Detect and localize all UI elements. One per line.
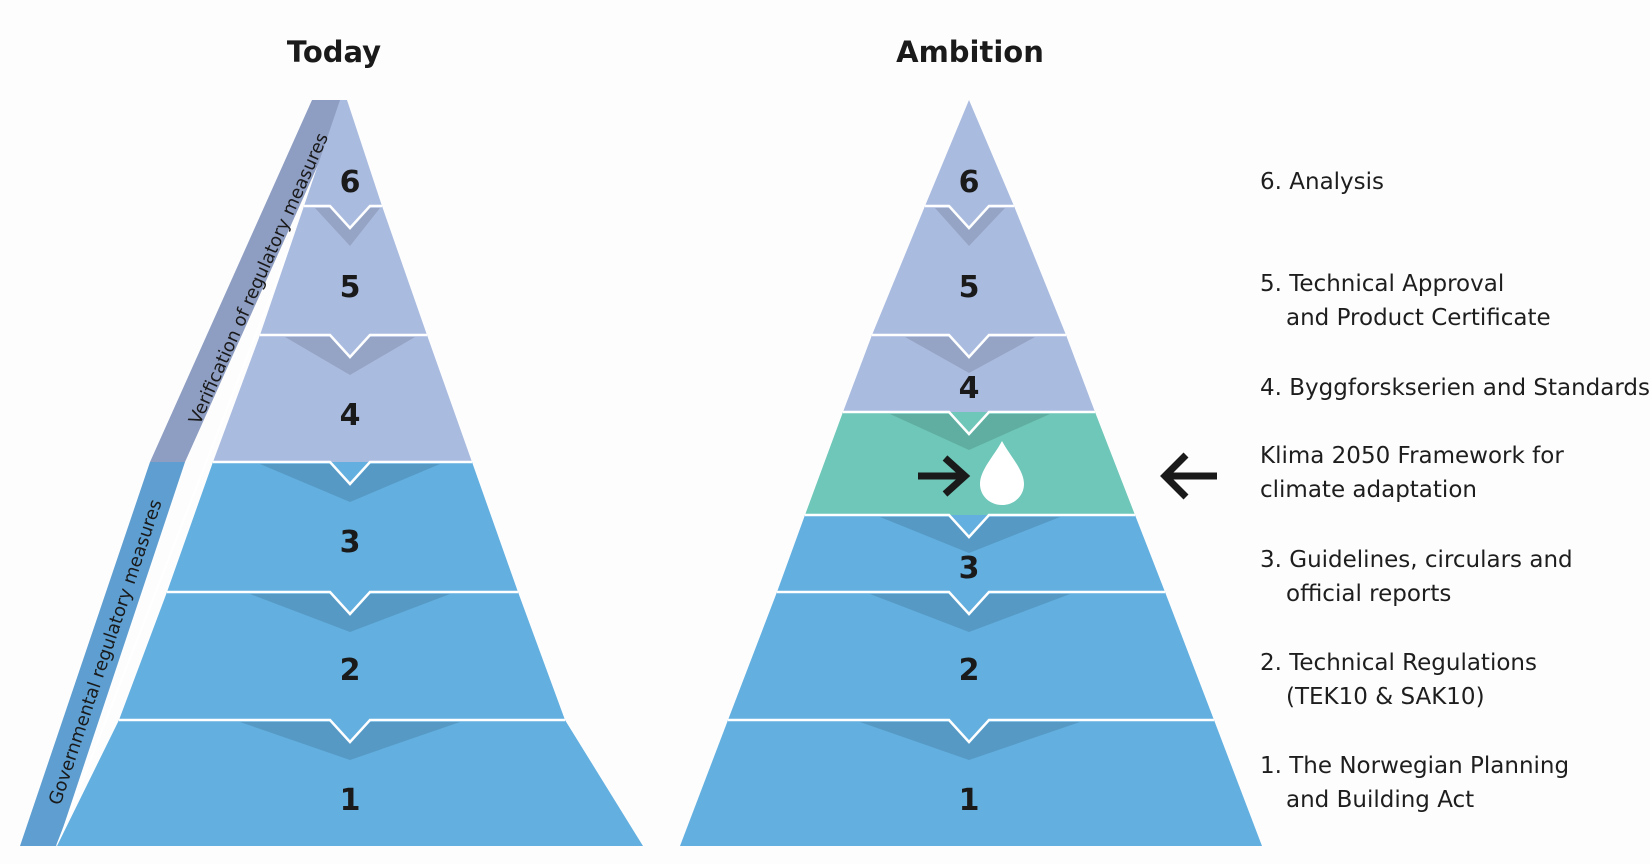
today-label-3: 3 <box>340 525 361 560</box>
legend-item-4: 4. Byggforskserien and Standards <box>1260 375 1650 401</box>
legend-item-2: 2. Technical Regulations (TEK10 & SAK10) <box>1260 650 1544 710</box>
ambition-pyramid: Ambition <box>680 35 1262 846</box>
legend-klima-line-2: climate adaptation <box>1260 477 1477 503</box>
today-title: Today <box>287 35 381 69</box>
governmental-band <box>20 462 185 846</box>
today-tier-3 <box>167 462 518 592</box>
today-tier-2 <box>119 592 565 720</box>
ambition-tier-2 <box>728 592 1214 720</box>
ambition-tier-klima <box>805 412 1135 515</box>
legend-5-line-1: 5. Technical Approval <box>1260 271 1504 297</box>
legend-2-line-1: 2. Technical Regulations <box>1260 650 1537 676</box>
ambition-tier-6 <box>925 100 1014 206</box>
ambition-tier-3 <box>777 515 1165 592</box>
legend: 6. Analysis 5. Technical Approval and Pr… <box>1260 169 1650 813</box>
legend-6-line-1: 6. Analysis <box>1260 169 1384 195</box>
water-drop-icon <box>980 441 1024 505</box>
arrow-left-icon <box>1160 452 1217 500</box>
legend-5-line-2: and Product Certificate <box>1286 305 1551 331</box>
today-label-6: 6 <box>340 165 361 200</box>
ambition-tier-5 <box>872 206 1066 335</box>
ambition-label-2: 2 <box>959 653 980 688</box>
ambition-label-3: 3 <box>959 551 980 586</box>
ambition-label-4: 4 <box>959 371 980 406</box>
legend-1-line-2: and Building Act <box>1286 787 1474 813</box>
legend-item-5: 5. Technical Approval and Product Certif… <box>1260 271 1551 331</box>
legend-item-klima: Klima 2050 Framework for climate adaptat… <box>1260 443 1571 503</box>
today-tier-1 <box>57 720 643 846</box>
legend-item-6: 6. Analysis <box>1260 169 1384 195</box>
legend-klima-line-1: Klima 2050 Framework for <box>1260 443 1564 469</box>
legend-4-line-1: 4. Byggforskserien and Standards <box>1260 375 1650 401</box>
ambition-label-6: 6 <box>959 165 980 200</box>
today-tier-4 <box>213 335 472 462</box>
verification-band <box>150 100 347 462</box>
ambition-label-1: 1 <box>959 783 980 818</box>
today-label-4: 4 <box>340 398 361 433</box>
ambition-tier-4 <box>843 335 1095 412</box>
today-label-5: 5 <box>340 270 361 305</box>
legend-1-line-1: 1. The Norwegian Planning <box>1260 753 1569 779</box>
legend-2-line-2: (TEK10 & SAK10) <box>1286 684 1485 710</box>
today-label-2: 2 <box>340 653 361 688</box>
today-tier-6 <box>304 100 382 206</box>
arrow-right-icon <box>918 455 971 497</box>
ambition-title: Ambition <box>896 35 1044 69</box>
legend-3-line-2: official reports <box>1286 581 1451 607</box>
legend-item-3: 3. Guidelines, circulars and official re… <box>1260 547 1580 607</box>
legend-3-line-1: 3. Guidelines, circulars and <box>1260 547 1573 573</box>
today-tier-5 <box>260 206 427 335</box>
ambition-tier-1 <box>680 720 1262 846</box>
today-label-1: 1 <box>340 783 361 818</box>
today-pyramid: Today <box>20 35 643 847</box>
ambition-label-5: 5 <box>959 270 980 305</box>
legend-item-1: 1. The Norwegian Planning and Building A… <box>1260 753 1576 813</box>
